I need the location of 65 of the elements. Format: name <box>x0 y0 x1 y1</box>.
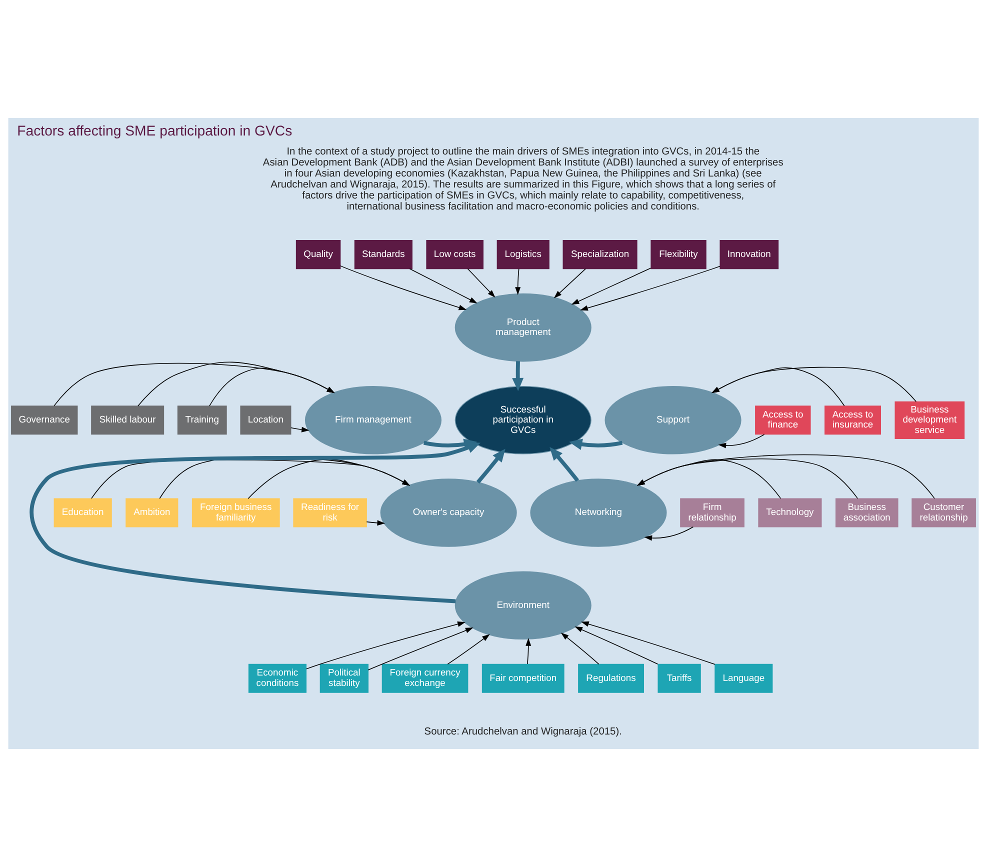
node-box: Standards <box>354 240 412 270</box>
arrow <box>515 268 521 295</box>
arrow <box>447 634 490 665</box>
diagram-title: Factors affecting SME participation in GVCs <box>17 122 292 139</box>
arrow <box>512 361 524 392</box>
node-box: Customer relationship <box>912 498 976 528</box>
node-box: Training <box>177 406 227 435</box>
arrow <box>636 459 782 499</box>
arrow <box>248 458 410 499</box>
arrow <box>54 362 335 406</box>
arrow <box>340 265 467 310</box>
node-ellipse: Product management <box>454 293 592 362</box>
arrow <box>568 438 623 450</box>
node-box: Foreign business familiarity <box>192 498 280 528</box>
arrow <box>574 626 658 664</box>
node-box: Innovation <box>720 240 779 270</box>
node-box: Low costs <box>426 240 484 270</box>
node-box: Firm relationship <box>680 498 744 528</box>
node-box: Language <box>714 664 773 693</box>
label: Source: Arudchelvan and Wignaraja (2015). <box>424 726 622 738</box>
arrow <box>718 434 765 448</box>
arrow <box>581 621 716 665</box>
arrow <box>306 622 466 670</box>
label: In the context of a study project to outline the main drivers of SMEs integration into GVCs, in 2014-15 the Asian Development Bank (ADB) and the Asian Development Bank Institute (ADBI) launched a survey of enterprises in four Asian developing economies (Kazakhstan, Papua New Guinea, the Philippines and Sri Lanka) (see Arudchelvan and Wignaraja, 2015). The results are summarized in this Figure, which shows that a long series of factors drive the participation of SMEs in GVCs, which mainly relate to capability, competitiveness, international business facilitation and macro-economic policies and conditions. <box>262 146 784 212</box>
arrow <box>712 367 845 406</box>
arrow <box>526 638 532 664</box>
arrow <box>368 628 474 670</box>
node-box: Quality <box>296 240 341 270</box>
arrow <box>580 266 720 311</box>
node-box: Business development service <box>894 401 965 439</box>
node-box: Governance <box>11 406 78 435</box>
arrow <box>209 368 335 406</box>
arrow <box>636 454 935 499</box>
node-box: Regulations <box>578 664 644 693</box>
node-box: Readiness for risk <box>293 498 367 528</box>
node-box: Tariffs <box>658 664 701 693</box>
node-box: Skilled labour <box>91 406 164 435</box>
arrow <box>636 458 858 499</box>
node-box: Technology <box>758 498 822 528</box>
node-box: Access to insurance <box>824 406 881 435</box>
node-box: Economic conditions <box>248 664 307 693</box>
arrow <box>571 268 652 305</box>
arrow <box>467 268 496 298</box>
arrow <box>409 268 478 304</box>
arrow <box>550 447 580 482</box>
node-box: Logistics <box>496 240 550 270</box>
arrow <box>366 520 386 526</box>
arrow <box>560 632 600 665</box>
node-box: Political stability <box>320 664 369 693</box>
arrow <box>554 268 586 298</box>
node-box: Location <box>240 406 292 435</box>
node-box: Business association <box>835 498 898 528</box>
arrow <box>290 426 310 432</box>
node-box: Access to finance <box>755 406 811 435</box>
arrow <box>712 366 917 402</box>
node-box: Foreign currency exchange <box>382 664 468 693</box>
arrow <box>30 442 481 604</box>
arrow <box>644 526 694 541</box>
node-box: Fair competition <box>482 664 564 693</box>
arrow <box>138 362 335 406</box>
node-box: Education <box>54 498 112 528</box>
node-box: Ambition <box>126 498 178 528</box>
node-box: Specialization <box>562 240 638 270</box>
node-box: Flexibility <box>650 240 706 270</box>
arrow <box>476 448 506 484</box>
